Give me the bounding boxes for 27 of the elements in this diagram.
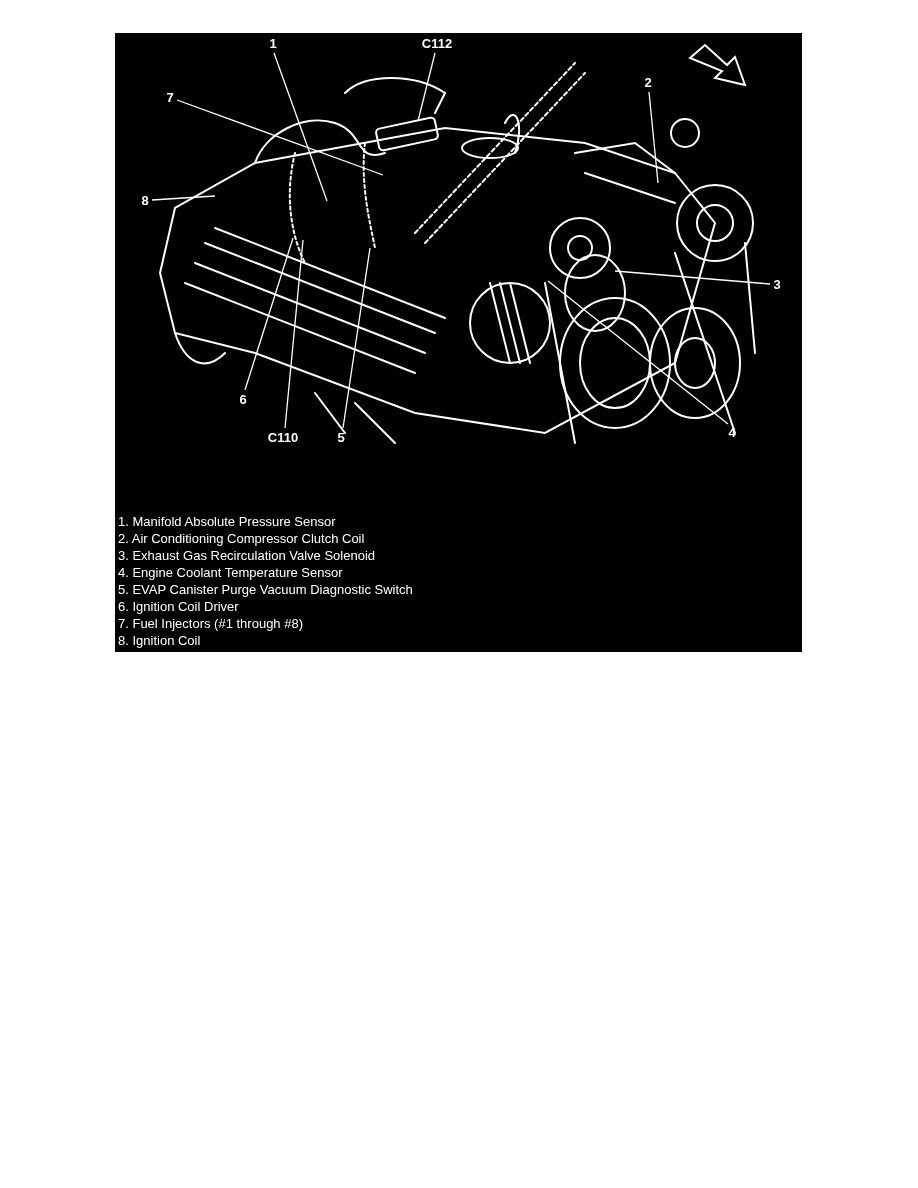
- leader-line: [284, 239, 304, 429]
- legend-text: 1. Manifold Absolute Pressure Sensor: [118, 513, 337, 530]
- legend-text: 3. Exhaust Gas Recirculation Valve Solenoid: [118, 547, 376, 564]
- leader-line: [417, 52, 436, 122]
- callout-number: C112: [419, 36, 455, 52]
- callout-number: 3: [770, 277, 784, 293]
- leader-line: [614, 270, 771, 285]
- legend-text: 4. Engine Coolant Temperature Sensor: [118, 564, 344, 581]
- callout-number: C110: [265, 430, 301, 446]
- leader-line: [244, 237, 294, 391]
- callout-number: 1: [266, 36, 280, 52]
- legend-text: 5. EVAP Canister Purge Vacuum Diagnostic Switch: [118, 581, 413, 598]
- legend-text: 8. Ignition Coil: [118, 632, 202, 649]
- callout-number: 7: [163, 90, 177, 106]
- leader-line: [342, 247, 371, 429]
- legend-text: 7. Fuel Injectors (#1 through #8): [118, 615, 304, 632]
- legend-text: 6. Ignition Coil Driver: [118, 598, 240, 615]
- callout-number: 6: [236, 392, 250, 408]
- callout-number: 5: [334, 430, 348, 446]
- leader-line: [547, 280, 729, 425]
- callout-number: 8: [138, 193, 152, 209]
- legend-text: 2. Air Conditioning Compressor Clutch Coil: [118, 530, 366, 547]
- leader-line: [273, 52, 328, 202]
- callout-number: 2: [641, 75, 655, 91]
- leader-line: [151, 195, 216, 201]
- leader-line: [648, 91, 659, 184]
- leader-line: [176, 99, 384, 176]
